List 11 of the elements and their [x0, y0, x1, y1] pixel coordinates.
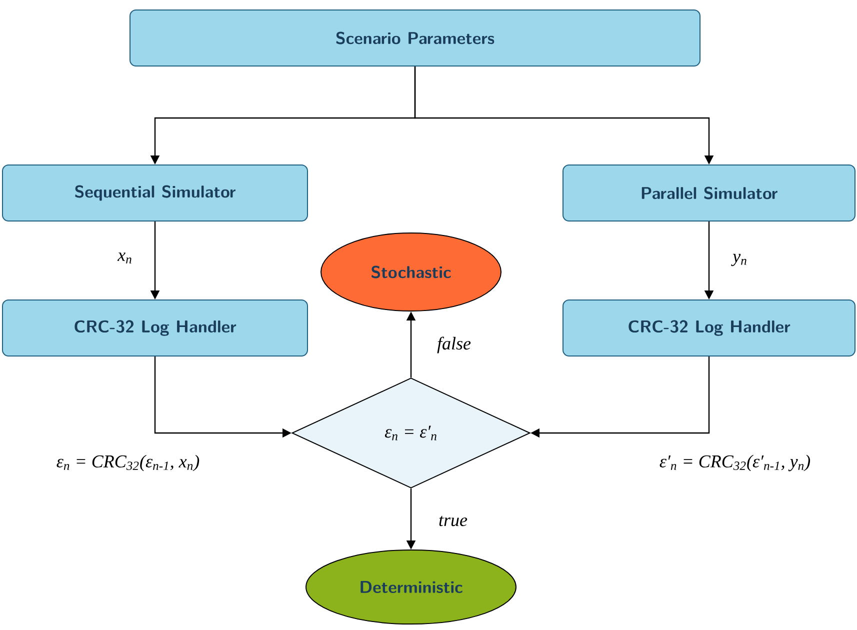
process-box: Parallel Simulator	[562, 164, 856, 222]
edge-label: true	[438, 514, 468, 528]
process-box: CRC-32 Log Handler	[562, 300, 856, 356]
edge-label: x$_{n}$	[116, 252, 134, 264]
process-box: CRC-32 Log Handler	[2, 300, 308, 356]
edge-label: ε$_{n}$ = CRC$_{32}$(ε$_{n-1}$, x$_{n}$)	[55, 454, 201, 472]
edge-label: false	[436, 336, 472, 354]
edge-label: ε′$_{n}$ = CRC$_{32}$(ε′$_{n-1}$, y$_{n}$)	[658, 454, 812, 472]
edge-label: y$_{n}$	[731, 252, 748, 268]
process-box: Scenario Parameters	[130, 10, 700, 66]
process-box: Sequential Simulator	[2, 164, 308, 222]
